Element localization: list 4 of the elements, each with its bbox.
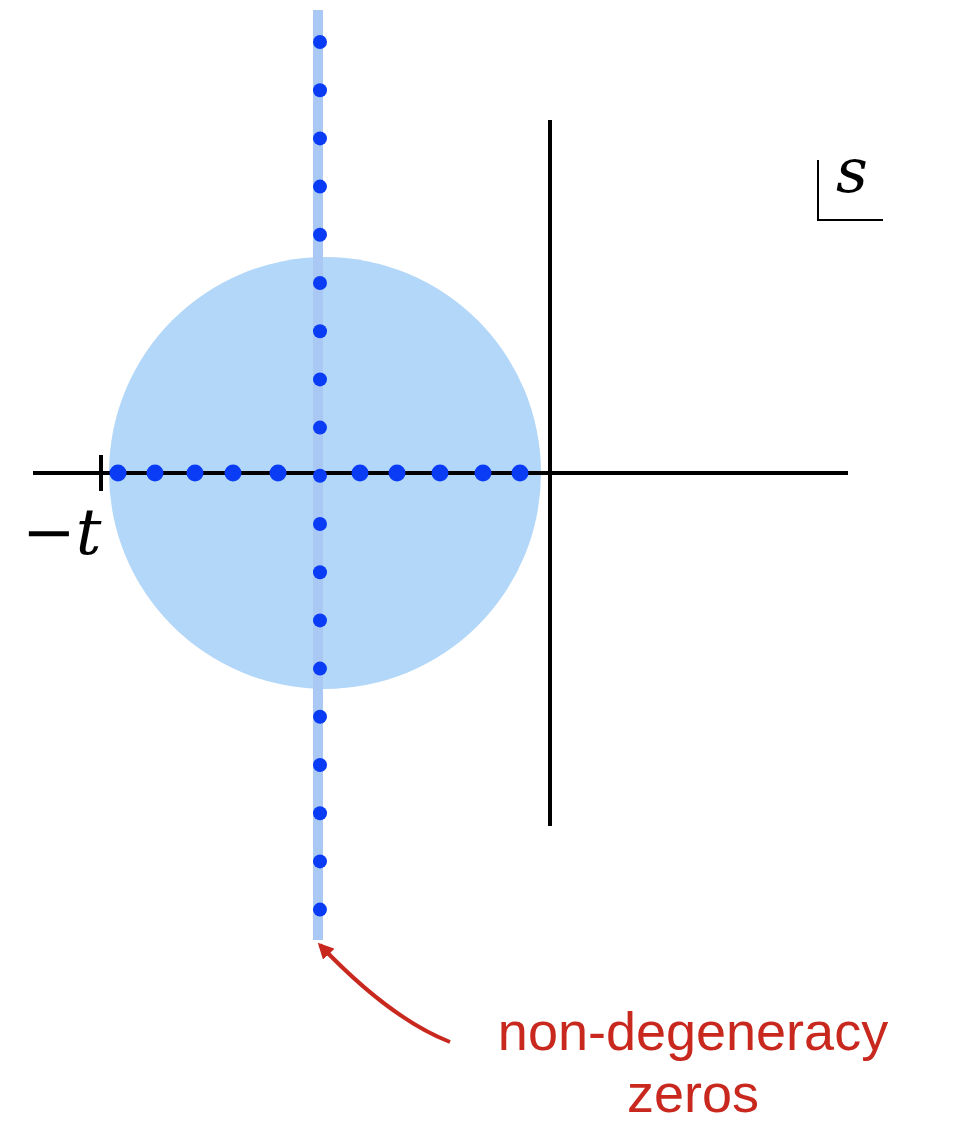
leader-arrow	[317, 942, 451, 1044]
plane-label: s	[836, 140, 868, 202]
annotation-text: non-degeneracy zeros	[448, 1000, 938, 1124]
tick-label: −t	[22, 500, 102, 564]
